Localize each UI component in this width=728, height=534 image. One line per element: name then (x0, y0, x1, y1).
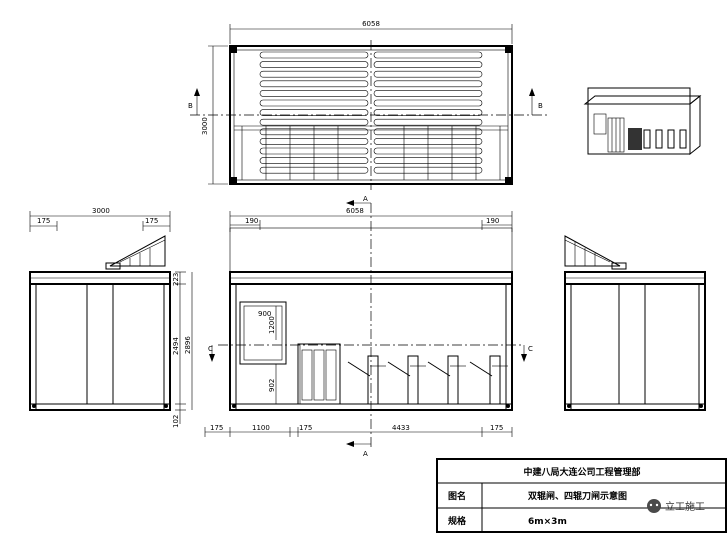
side-elevation-right (564, 235, 706, 411)
roof-slat (373, 80, 483, 88)
section-b-right: B (538, 102, 543, 110)
side-right-offset: 175 (145, 217, 158, 225)
title-spec-label: 规格 (448, 515, 467, 527)
turnstile-post (447, 355, 459, 405)
window-height-dim: 1200 (268, 316, 276, 334)
roof-slat (259, 90, 369, 97)
roof-slat (259, 70, 369, 78)
bottom-dim-4: 4433 (392, 424, 410, 432)
roof-slat (373, 61, 483, 68)
plan-height-dim: 3000 (201, 117, 209, 135)
title-spec-value: 6m×3m (528, 517, 567, 527)
bottom-dim-1: 175 (210, 424, 223, 432)
plan-width-dim: 6058 (362, 20, 380, 28)
turnstile-arm (469, 361, 493, 377)
turnstile-arm (347, 361, 371, 377)
perspective-view (583, 87, 702, 156)
section-a-bottom: A (363, 450, 368, 458)
front-elevation: 6058 190 190 900 1200 902 (172, 195, 533, 458)
front-width-dim: 6058 (346, 207, 364, 215)
window-sill-dim: 902 (268, 379, 276, 392)
roof-slat (373, 51, 483, 59)
turnstile-post (489, 355, 501, 405)
right-dim-4: 102 (172, 415, 180, 428)
title-name-value: 双辊闸、四辊刀闸示意图 (528, 490, 627, 502)
side-elevation-left: 3000 175 175 (29, 207, 171, 411)
bottom-dim-2: 1100 (252, 424, 270, 432)
turnstile-arm (387, 361, 411, 377)
roof-slat (373, 70, 483, 78)
right-dim-1: 223 (172, 273, 180, 286)
front-right-offset: 190 (486, 217, 499, 225)
section-b-left: B (188, 102, 193, 110)
turnstile-arm (427, 361, 451, 377)
side-left-offset: 175 (37, 217, 50, 225)
title-block: 中建八局大连公司工程管理部 图名 双辊闸、四辊刀闸示意图 规格 6m×3m 立工… (436, 458, 727, 533)
roof-slat (259, 118, 369, 126)
roof-slat (373, 109, 483, 116)
side-width-dim: 3000 (92, 207, 110, 215)
window-width-dim: 900 (258, 310, 271, 318)
section-c-right: C (528, 345, 533, 353)
roof-slat (373, 90, 483, 97)
title-company: 中建八局大连公司工程管理部 (523, 466, 640, 478)
turnstile-post (367, 355, 379, 405)
right-dim-3: 2896 (184, 336, 192, 354)
front-left-offset: 190 (245, 217, 258, 225)
roof-slat (373, 99, 483, 107)
wechat-icon (647, 499, 661, 513)
watermark-text: 立工施工 (665, 500, 705, 513)
plan-view: 6058 3000 B B (188, 20, 550, 190)
bottom-dim-5: 175 (490, 424, 503, 432)
bottom-dim-3: 175 (299, 424, 312, 432)
title-name-label: 图名 (448, 490, 466, 502)
roof-slat (259, 109, 369, 116)
roof-slat (259, 99, 369, 107)
roof-slat (259, 80, 369, 88)
section-c-left: C (208, 345, 213, 353)
roof-slat (259, 51, 369, 59)
roof-slat (259, 61, 369, 68)
turnstile-post (407, 355, 419, 405)
right-dim-2: 2494 (172, 337, 180, 355)
roof-slat (373, 118, 483, 126)
section-a-top: A (363, 195, 368, 203)
